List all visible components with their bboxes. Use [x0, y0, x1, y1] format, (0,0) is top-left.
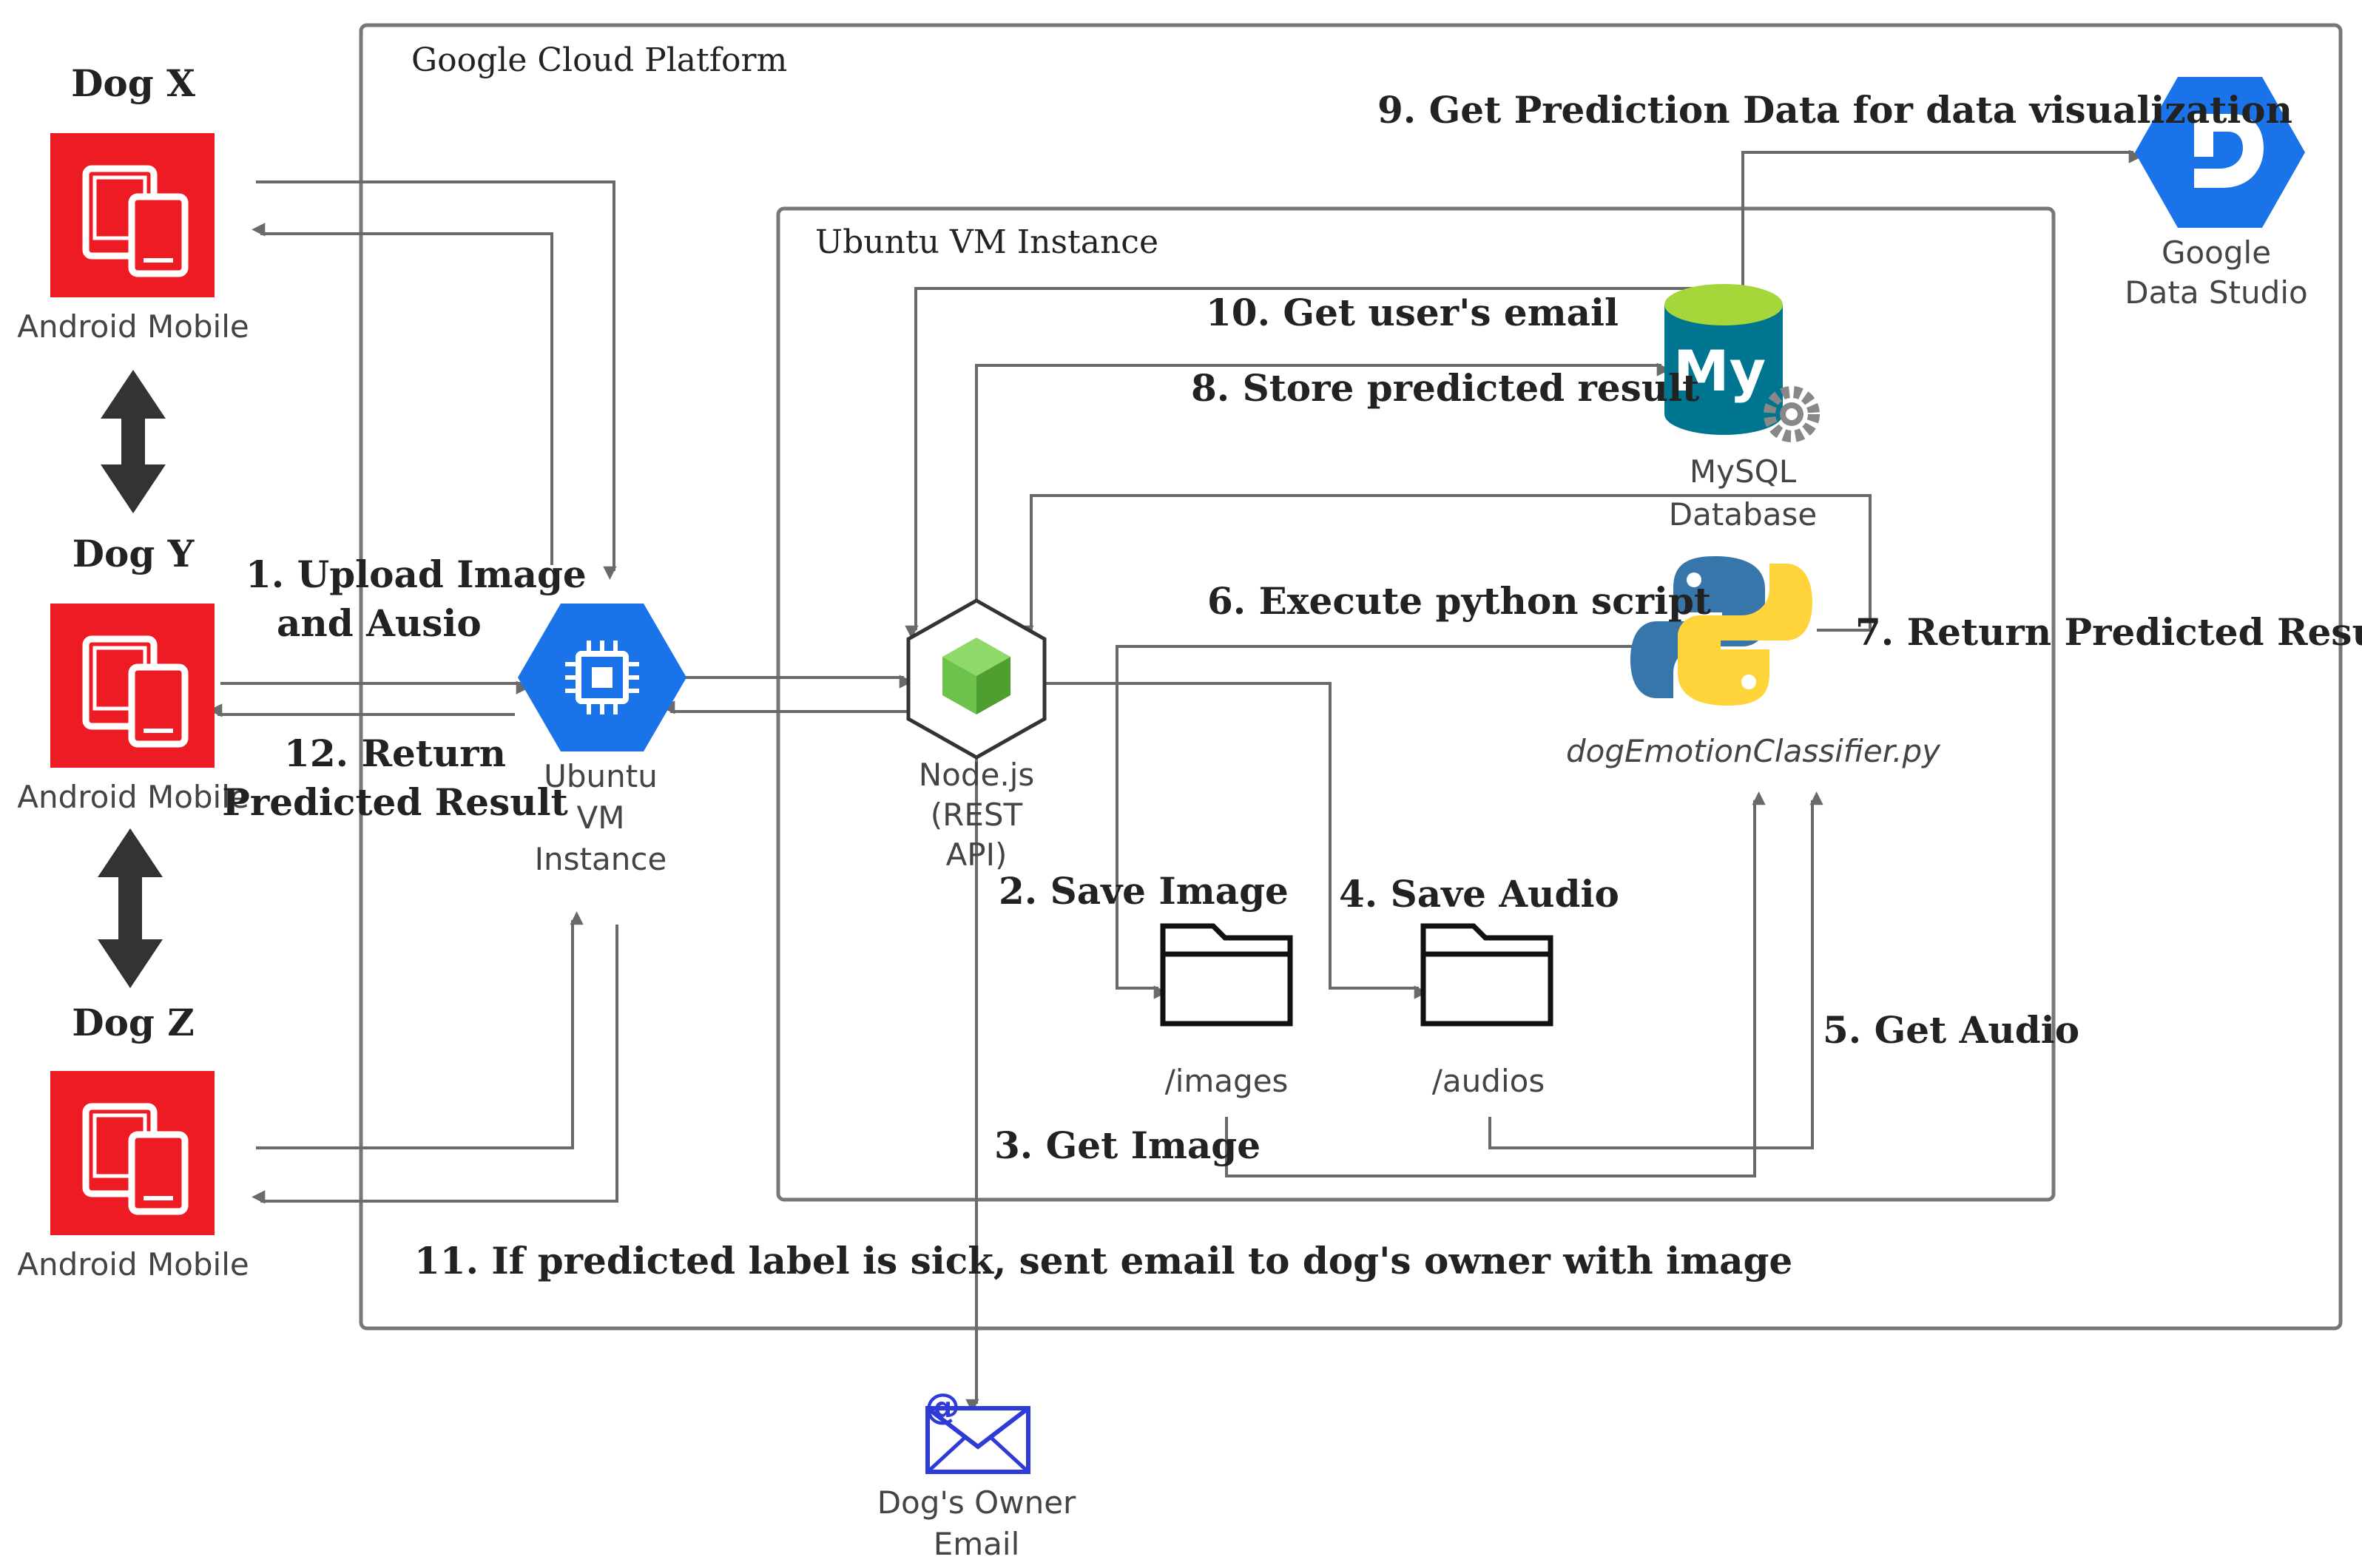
- nodejs-node: Node.js (REST API): [906, 598, 1047, 873]
- step-1-label-line-1: 1. Upload Image: [246, 552, 587, 596]
- python-script-label: dogEmotionClassifier.py: [1566, 733, 1941, 769]
- dog-x-label: Dog X: [71, 61, 195, 105]
- ubuntu-vm-label-1: Ubuntu: [544, 758, 658, 794]
- step-5-label: 5. Get Audio: [1823, 1008, 2079, 1052]
- ubuntu-vm-node: Ubuntu VM Instance: [518, 604, 686, 877]
- dog-x-device: Dog X Android Mobile: [17, 61, 249, 345]
- compute-engine-icon: [518, 604, 686, 751]
- step-labels: 1. Upload Image and Ausio 12. Return Pre…: [222, 88, 2362, 1283]
- double-arrow-icon: [98, 828, 163, 988]
- images-folder-label: /images: [1165, 1063, 1289, 1099]
- ubuntu-vm-label-3: Instance: [535, 841, 667, 877]
- svg-text:My: My: [1673, 338, 1766, 404]
- dog-z-mobile-label: Android Mobile: [17, 1246, 249, 1283]
- step-1-label-line-2: and Ausio: [277, 601, 482, 645]
- mysql-label-1: MySQL: [1690, 453, 1797, 490]
- mobile-devices-icon: [50, 604, 215, 768]
- mysql-label-2: Database: [1669, 496, 1817, 533]
- mysql-node: My MySQL Database: [1664, 284, 1820, 533]
- nodejs-label-2: (REST: [931, 797, 1023, 833]
- mobile-devices-icon: [50, 133, 215, 297]
- email-node: @ Dog's Owner Email: [877, 1386, 1076, 1562]
- step-11-label: 11. If predicted label is sick, sent ema…: [414, 1239, 1792, 1283]
- folder-icon: [1160, 923, 1293, 1027]
- step-8-label: 8. Store predicted result: [1191, 366, 1699, 410]
- email-label-2: Email: [934, 1526, 1020, 1562]
- dog-y-mobile-label: Android Mobile: [17, 779, 249, 815]
- ubuntu-vm-label-2: VM: [577, 800, 625, 836]
- nodejs-cube-icon: [906, 598, 1047, 760]
- audios-folder-label: /audios: [1432, 1063, 1545, 1099]
- vm-container-label: Ubuntu VM Instance: [815, 223, 1158, 261]
- folder-icon: [1420, 923, 1553, 1027]
- dog-z-label: Dog Z: [72, 1001, 195, 1044]
- vm-container: [776, 206, 2056, 1202]
- step-12-label-line-2: Predicted Result: [222, 780, 567, 824]
- data-studio-label-2: Data Studio: [2125, 274, 2307, 311]
- step-12-label-line-1: 12. Return: [284, 731, 506, 775]
- double-arrow-icon: [101, 370, 166, 513]
- svg-text:@: @: [925, 1386, 960, 1427]
- nodejs-label-1: Node.js: [919, 757, 1035, 793]
- step-7-label: 7. Return Predicted Result: [1855, 610, 2362, 654]
- connectors: [209, 149, 2142, 1413]
- step-4-label: 4. Save Audio: [1339, 872, 1619, 916]
- data-studio-icon: [2135, 77, 2305, 228]
- python-node: dogEmotionClassifier.py: [1566, 556, 1941, 769]
- data-studio-label-1: Google: [2162, 234, 2271, 271]
- gcp-container: [359, 23, 2343, 1331]
- mobile-devices-icon: [50, 1071, 215, 1235]
- data-studio-node: Google Data Studio: [2125, 77, 2308, 311]
- step-10-label: 10. Get user's email: [1206, 291, 1619, 334]
- dog-z-device: Dog Z Android Mobile: [17, 1001, 249, 1283]
- step-2-label: 2. Save Image: [999, 869, 1289, 913]
- dog-y-label: Dog Y: [72, 532, 195, 575]
- audios-folder-node: /audios: [1420, 923, 1553, 1099]
- python-logo-icon: [1630, 556, 1812, 706]
- nodejs-label-3: API): [946, 837, 1008, 873]
- step-9-label: 9. Get Prediction Data for data visualiz…: [1377, 88, 2292, 132]
- images-folder-node: /images: [1160, 923, 1293, 1099]
- email-envelope-icon: @: [925, 1386, 1030, 1474]
- mysql-database-icon: My: [1664, 284, 1820, 442]
- dog-x-mobile-label: Android Mobile: [17, 308, 249, 345]
- email-label-1: Dog's Owner: [877, 1484, 1076, 1521]
- step-3-label: 3. Get Image: [994, 1123, 1261, 1167]
- dog-y-device: Dog Y Android Mobile: [17, 532, 249, 815]
- step-6-label: 6. Execute python script: [1207, 579, 1711, 623]
- gcp-label: Google Cloud Platform: [411, 41, 787, 79]
